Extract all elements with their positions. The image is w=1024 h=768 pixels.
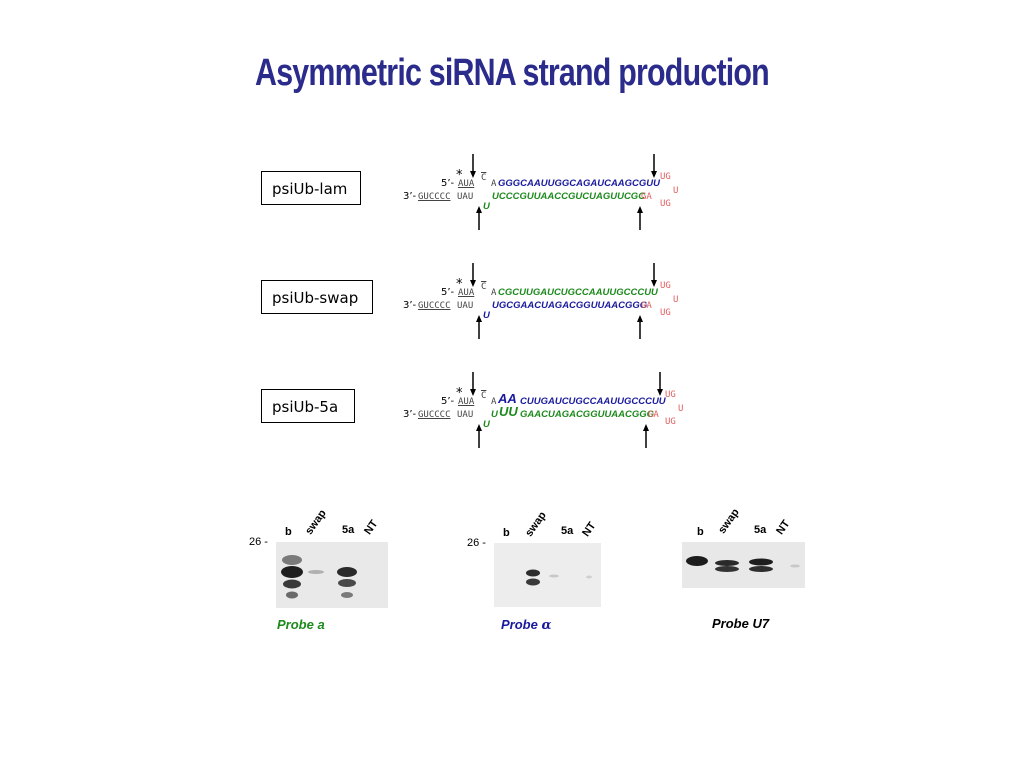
probe-label: Probe α <box>501 617 551 633</box>
loop-ug-bot: UG <box>660 308 671 318</box>
bottom-uau: UAU <box>457 192 474 202</box>
three-prime: 3’- <box>403 409 417 420</box>
guide-strand: UCCCGUUAACCGUCUAGUUCGC <box>492 191 646 202</box>
lane-label-swap: swap <box>303 507 329 537</box>
bottom-guccc: GUCCCC <box>418 410 451 420</box>
top-c: C <box>481 391 487 401</box>
top-aua: AUA <box>458 288 475 298</box>
top-strand: CUUGAUCUGCCAAUUGCCCUU <box>520 396 666 407</box>
five-prime: 5’- <box>441 396 455 407</box>
lane-label-b: b <box>285 526 292 538</box>
alpha-symbol: α <box>541 618 552 633</box>
top-strand: CGCUUGAUCUGCCAAUUGCCCUU <box>498 287 658 298</box>
top-a: A <box>491 397 497 407</box>
bottom-u-bulge: U <box>483 419 490 430</box>
bottom-ga: GA <box>641 192 652 202</box>
label-star: * <box>456 277 463 292</box>
construct-label-lam: psiUb-lam <box>261 171 361 205</box>
label-star: * <box>456 386 463 401</box>
lane-label-5a: 5a <box>754 524 767 536</box>
loop-ug-bot: UG <box>660 199 671 209</box>
bottom-uu: UU <box>499 404 518 419</box>
top-aua: AUA <box>458 397 475 407</box>
construct-label-5a: psiUb-5a <box>261 389 355 423</box>
top-aa: AA <box>498 391 517 406</box>
loop-ug-top: UG <box>665 390 676 400</box>
three-prime: 3’- <box>403 191 417 202</box>
top-c: C <box>481 282 487 292</box>
five-prime: 5’- <box>441 287 455 298</box>
lane-label-nt: NT <box>362 518 381 537</box>
lane-label-swap: swap <box>716 506 742 536</box>
bottom-uau: UAU <box>457 301 474 311</box>
probe-label: Probe U7 <box>712 616 770 631</box>
label-star: * <box>456 168 463 183</box>
bottom-uau: UAU <box>457 410 474 420</box>
bottom-strand: GAACUAGACGGUUAACGGG <box>520 409 655 420</box>
gel-image <box>682 542 805 588</box>
size-marker: 26 - <box>467 537 486 549</box>
lane-label-nt: NT <box>580 520 599 539</box>
probe-label-prefix: Probe <box>501 617 542 632</box>
top-aua: AUA <box>458 179 475 189</box>
loop-u: U <box>673 186 679 196</box>
bottom-ga: GA <box>641 301 652 311</box>
gel-image <box>276 542 388 608</box>
bottom-guccc: GUCCCC <box>418 192 451 202</box>
loop-ug-top: UG <box>660 281 671 291</box>
loop-ug-top: UG <box>660 172 671 182</box>
lane-label-b: b <box>697 526 704 538</box>
size-marker: 26 - <box>249 536 268 548</box>
probe-label: Probe a <box>277 617 325 632</box>
bottom-u-bulge: U <box>483 310 490 321</box>
bottom-u-bulge: U <box>483 201 490 212</box>
lane-label-b: b <box>503 527 510 539</box>
loop-u: U <box>678 404 684 414</box>
five-prime: 5’- <box>441 178 455 189</box>
lane-label-5a: 5a <box>561 525 574 537</box>
lane-label-5a: 5a <box>342 524 355 536</box>
loop-u: U <box>673 295 679 305</box>
top-c: C <box>481 173 487 183</box>
loop-ug-bot: UG <box>665 417 676 427</box>
top-a: A <box>491 179 497 189</box>
construct-label-swap: psiUb-swap <box>261 280 373 314</box>
bottom-guccc: GUCCCC <box>418 301 451 311</box>
lane-label-nt: NT <box>774 518 793 537</box>
bottom-strand: UGCGAACUAGACGGUUAACGGG <box>492 300 648 311</box>
lane-label-swap: swap <box>523 509 549 539</box>
bottom-u-pre: U <box>491 409 498 420</box>
gel-image <box>494 543 601 607</box>
passenger-strand: GGGCAAUUGGCAGAUCAAGCGUU <box>498 178 661 189</box>
bottom-ga: GA <box>648 410 659 420</box>
top-a: A <box>491 288 497 298</box>
three-prime: 3’- <box>403 300 417 311</box>
slide-title: Asymmetric siRNA strand production <box>255 52 770 94</box>
